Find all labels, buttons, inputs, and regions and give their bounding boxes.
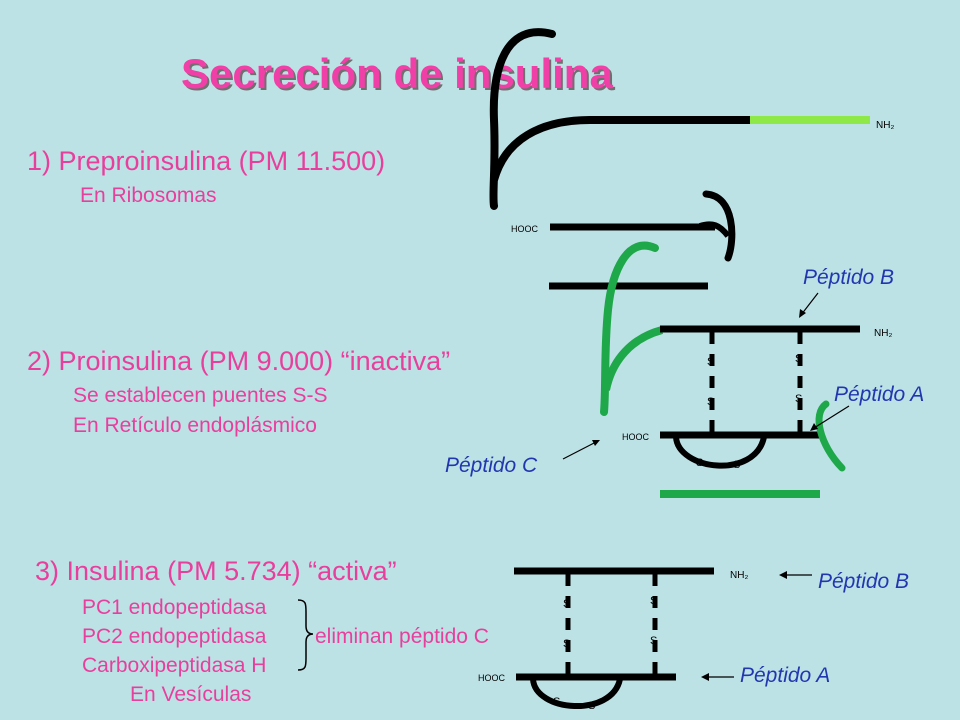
sulfur-7: S <box>563 598 570 610</box>
step3-enzyme-2: PC2 endopeptidasa <box>82 625 267 648</box>
slide-title: Secreción de insulina <box>181 50 613 97</box>
step3-heading: 3) Insulina (PM 5.734) “activa” <box>35 556 397 586</box>
sulfur-4: S <box>795 393 802 405</box>
step1-heading: 1) Preproinsulina (PM 11.500) <box>27 146 386 176</box>
sulfur-12: S <box>588 700 595 712</box>
step3-enzyme-1: PC1 endopeptidasa <box>82 596 267 619</box>
sulfur-8: S <box>563 638 570 650</box>
label-peptide-a-proinsulin: Péptido A <box>834 383 925 406</box>
sulfur-5: S <box>696 457 703 469</box>
step2-location: En Retículo endoplásmico <box>73 414 317 437</box>
sulfur-2: S <box>707 396 714 408</box>
step3-enzyme-3: Carboxipeptidasa H <box>82 654 267 677</box>
sulfur-1: S <box>707 356 714 368</box>
nh2-label-proinsulin: NH₂ <box>874 328 892 339</box>
hooc-label-insulin: HOOC <box>478 673 506 683</box>
step3-enzyme-action: eliminan péptido C <box>315 625 489 648</box>
nh2-label-insulin: NH₂ <box>730 570 748 581</box>
sulfur-10: S <box>650 635 657 647</box>
sulfur-3: S <box>795 353 802 365</box>
c-peptide-curve <box>600 241 659 416</box>
step1-location: En Ribosomas <box>80 184 217 207</box>
sulfur-6: S <box>733 459 740 471</box>
step2-detail: Se establecen puentes S-S <box>73 384 328 407</box>
label-peptide-a-insulin: Péptido A <box>740 664 831 687</box>
hooc-label-proinsulin: HOOC <box>622 432 650 442</box>
label-peptide-c: Péptido C <box>445 454 538 477</box>
label-peptide-b-proinsulin: Péptido B <box>803 266 895 289</box>
nh2-label-preproinsulin: NH₂ <box>876 120 894 131</box>
sulfur-11: S <box>553 696 560 708</box>
step3-location: En Vesículas <box>130 683 252 706</box>
label-peptide-b-insulin: Péptido B <box>818 570 910 593</box>
hooc-label-preproinsulin: HOOC <box>511 224 539 234</box>
step2-heading: 2) Proinsulina (PM 9.000) “inactiva” <box>27 346 451 376</box>
enzyme-brace <box>297 599 314 671</box>
sulfur-9: S <box>650 595 657 607</box>
